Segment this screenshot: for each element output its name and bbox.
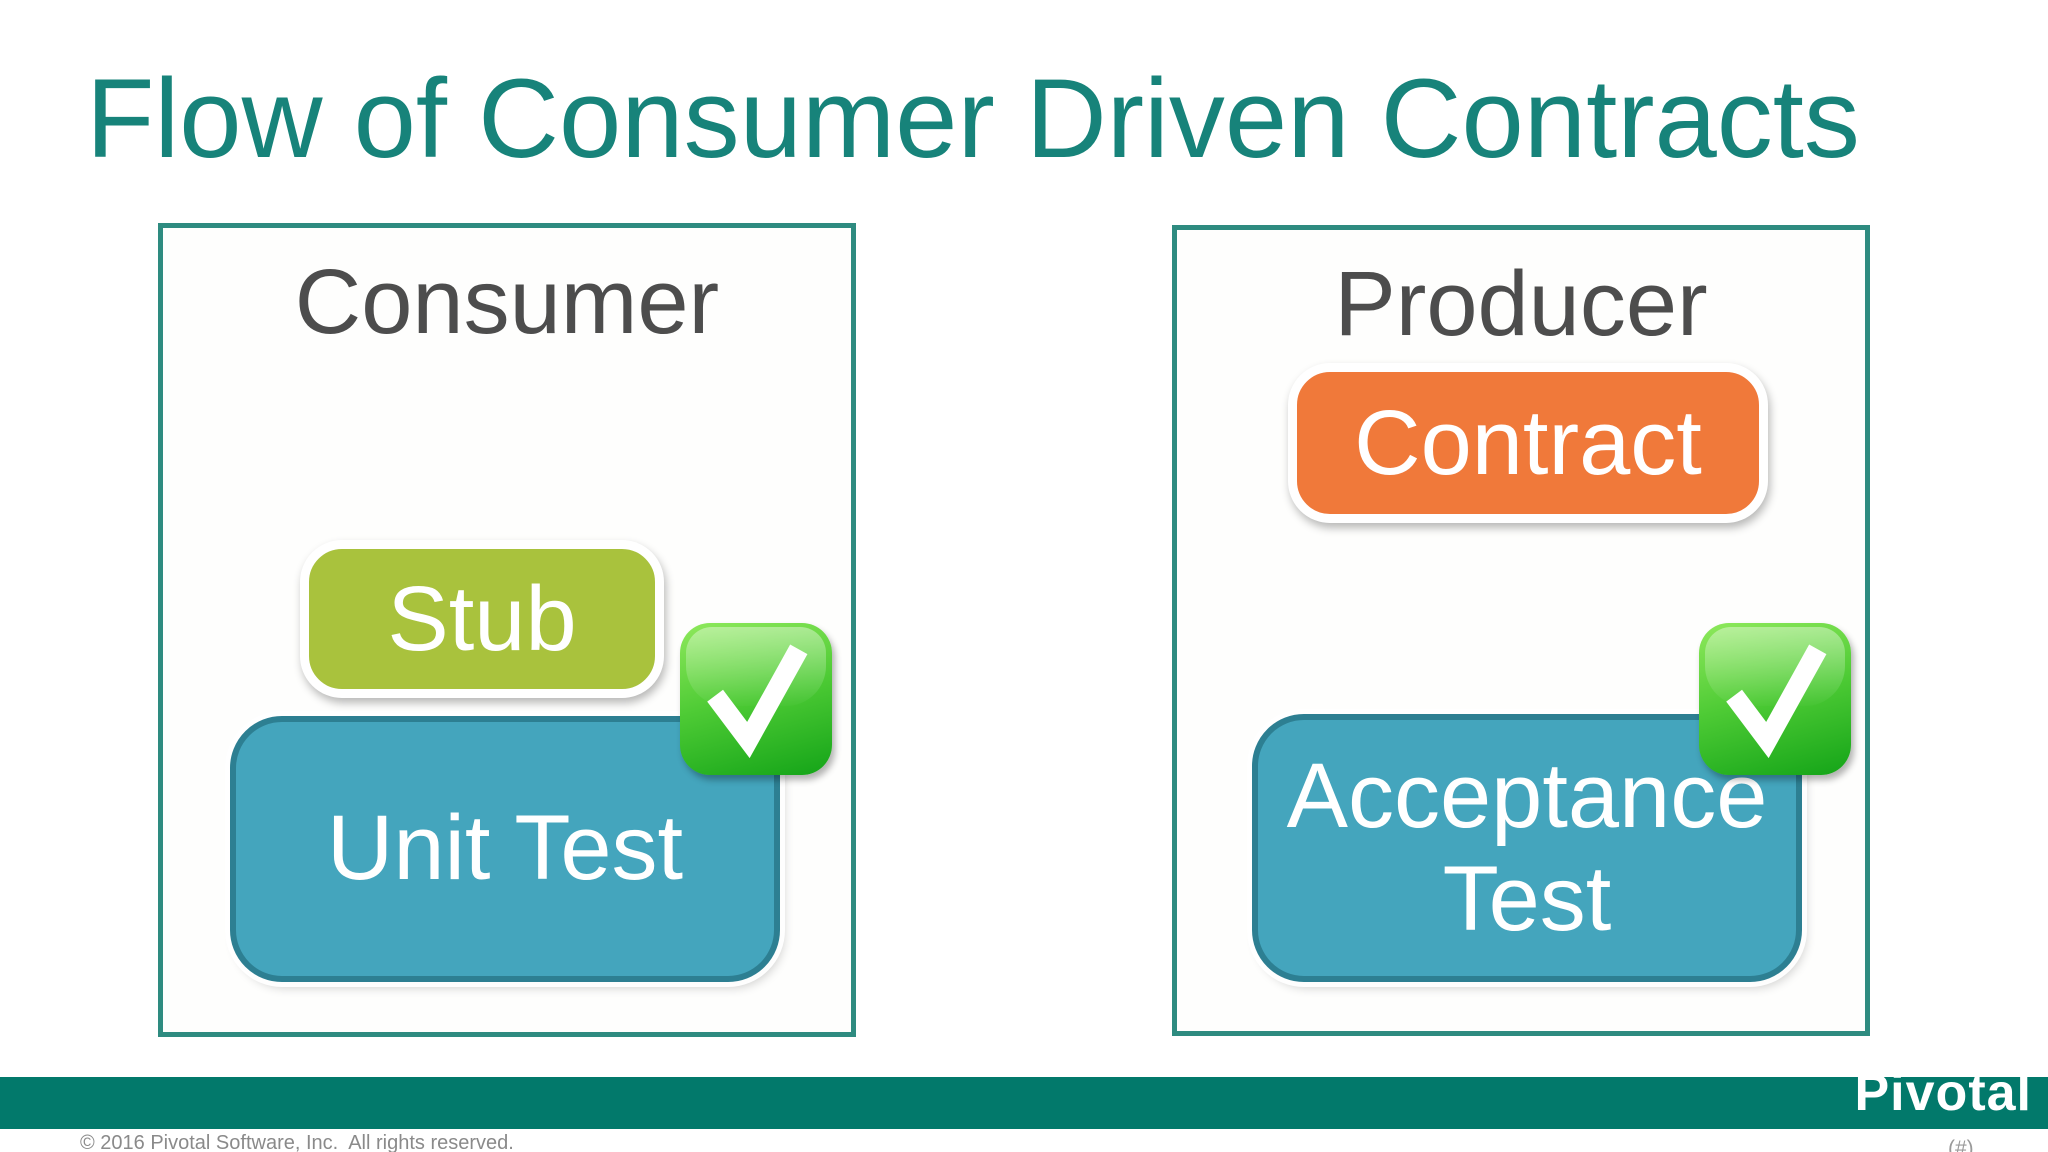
- contract-box: Contract: [1288, 363, 1768, 523]
- green-checkmark-icon: [1699, 623, 1851, 775]
- contract-label: Contract: [1354, 391, 1702, 494]
- footer-bar: Pivotal: [0, 1064, 2048, 1129]
- copyright-text: © 2016 Pivotal Software, Inc. All rights…: [80, 1132, 514, 1152]
- producer-heading: Producer: [1334, 253, 1708, 355]
- slide-number-placeholder: (#): [1948, 1137, 1974, 1152]
- stub-label: Stub: [387, 567, 577, 670]
- unit-test-box: Unit Test: [230, 716, 780, 982]
- consumer-heading: Consumer: [294, 251, 720, 353]
- pivotal-logo: Pivotal: [1854, 1064, 2032, 1122]
- green-checkmark-icon: [680, 623, 832, 775]
- unit-test-label: Unit Test: [326, 797, 684, 900]
- stub-box: Stub: [300, 540, 664, 698]
- slide-title: Flow of Consumer Driven Contracts: [86, 56, 1860, 181]
- acceptance-test-label: Acceptance Test: [1286, 744, 1768, 950]
